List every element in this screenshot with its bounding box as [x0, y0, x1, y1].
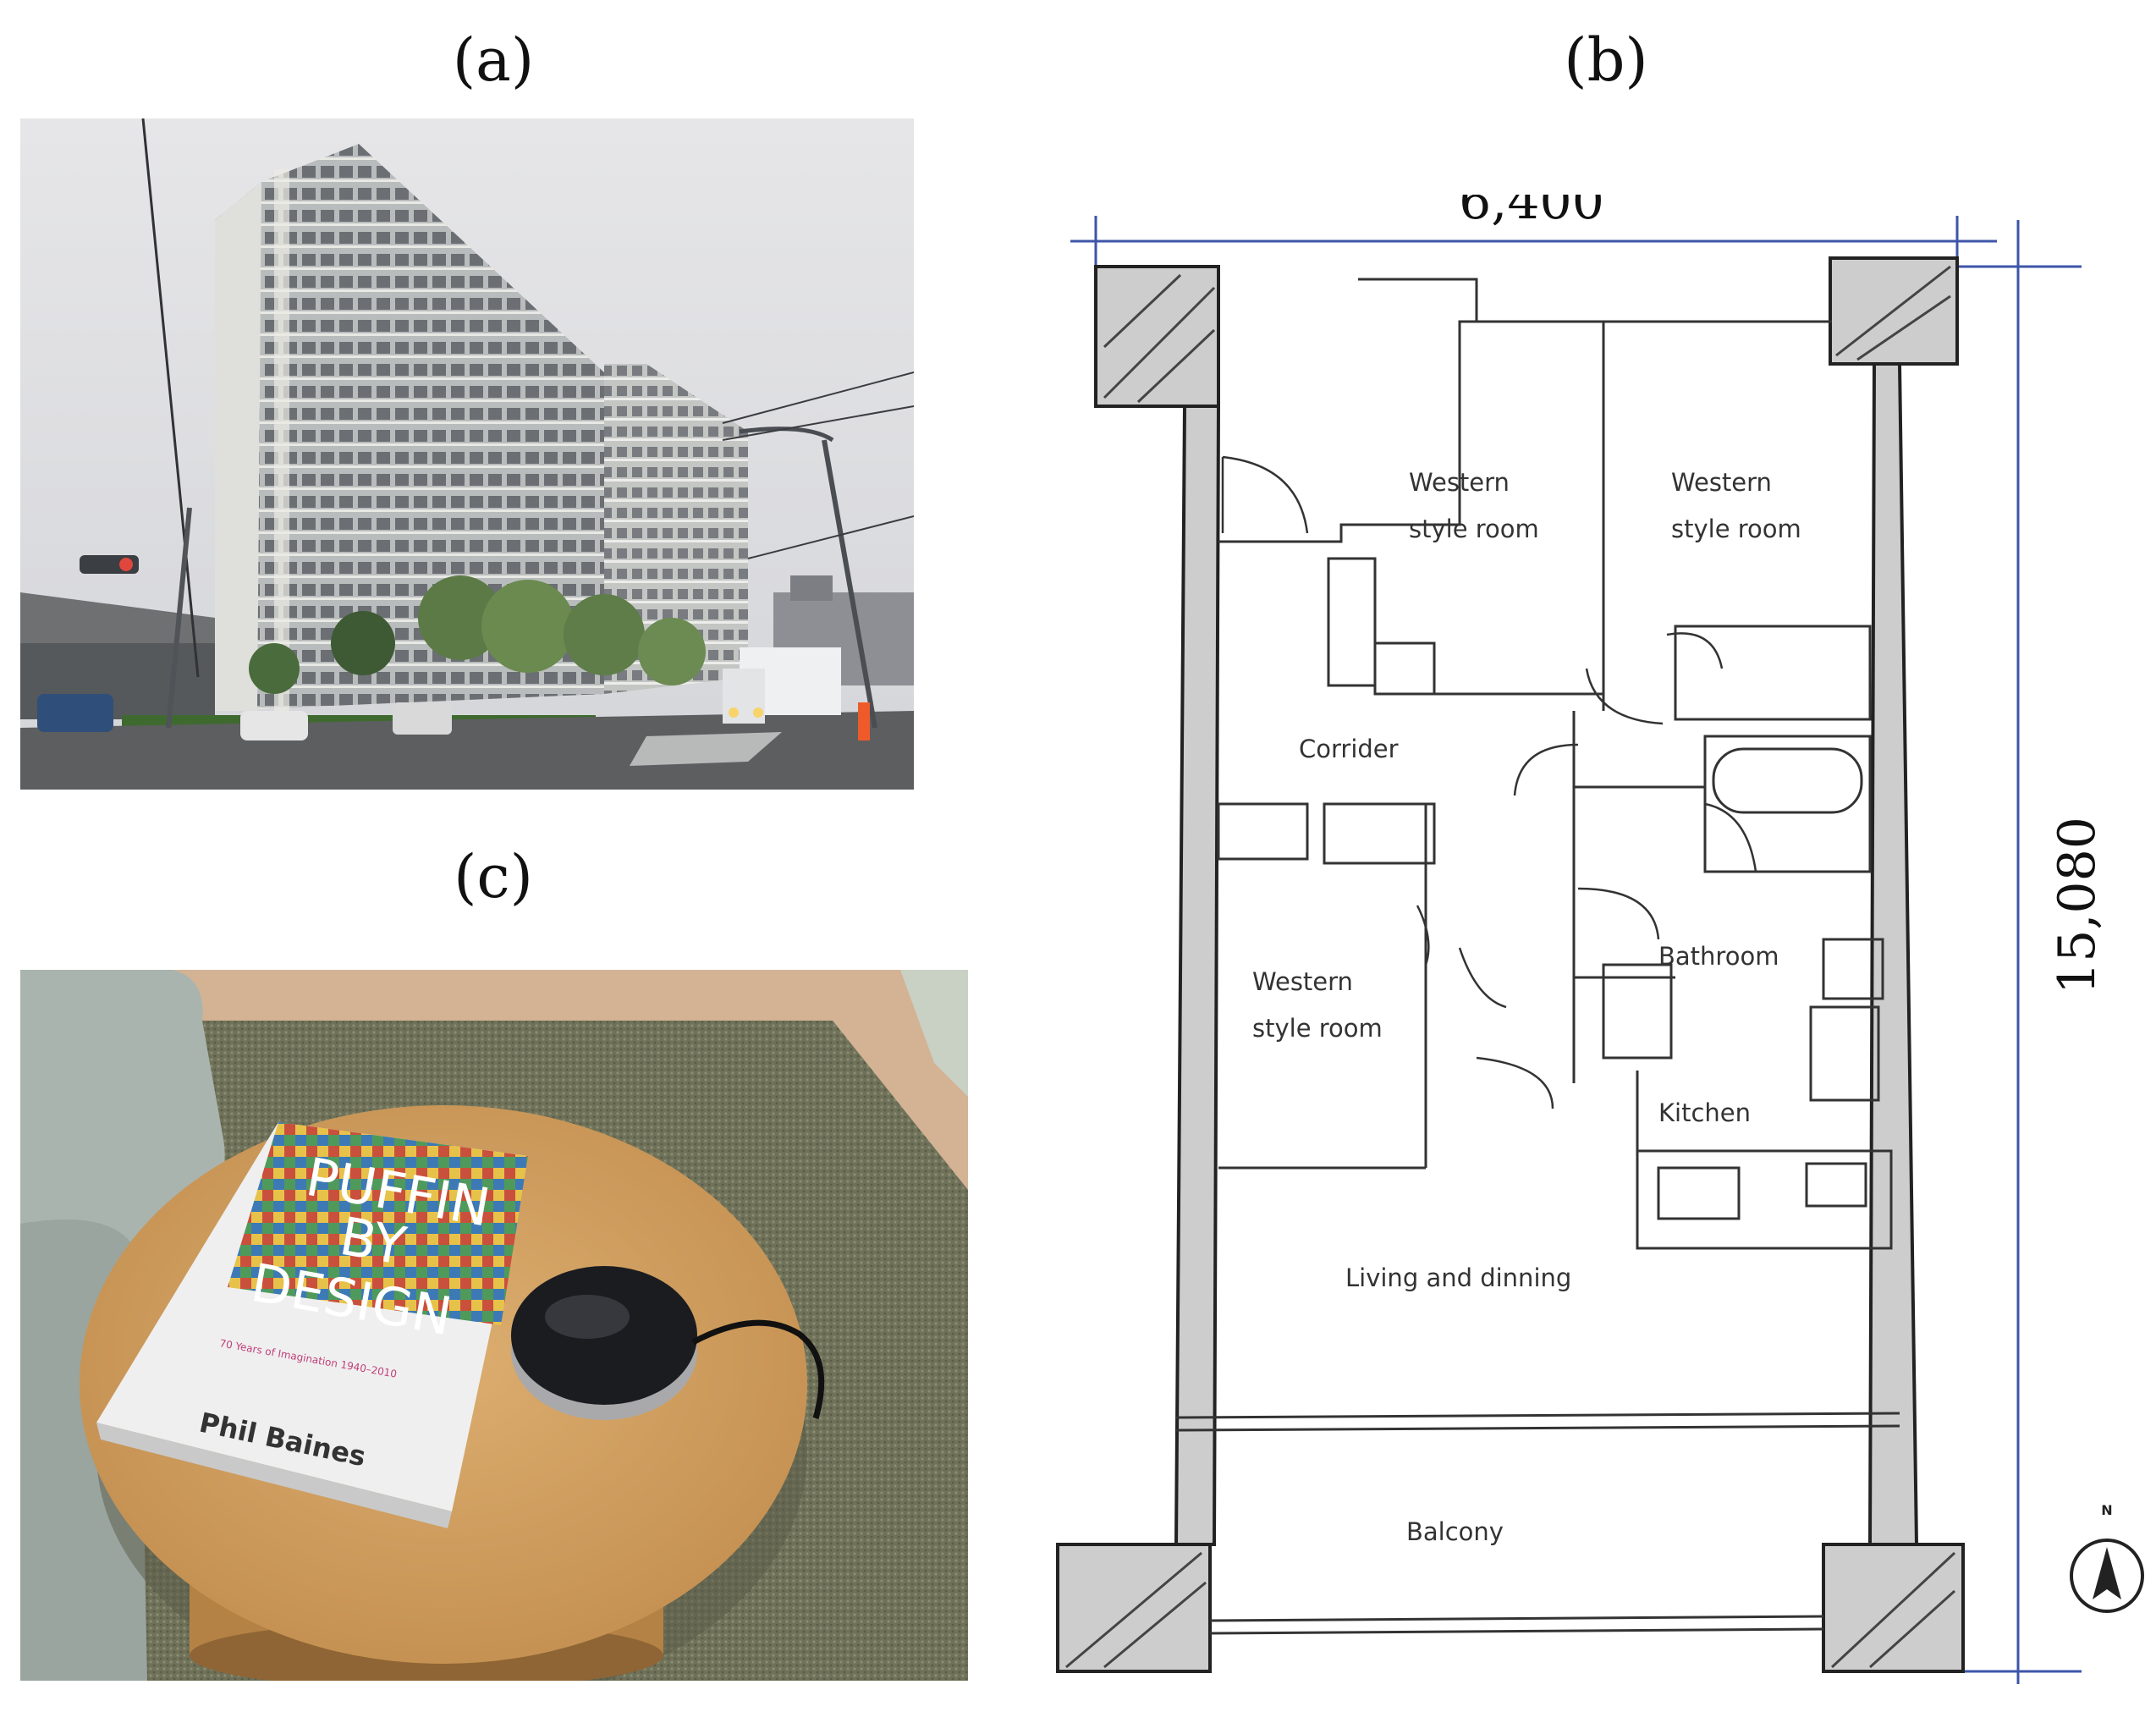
book: PUFFIN BY DESIGN 70 Years of Imagination… — [96, 1122, 528, 1528]
room-kitchen: Kitchen — [1658, 1098, 1751, 1127]
door-swings — [1221, 455, 1757, 1109]
room-living-dining: Living and dinning — [1345, 1263, 1571, 1292]
panel-label-a: (a) — [452, 25, 535, 95]
width-dimension-label: 6,400 — [1459, 195, 1604, 231]
north-arrow-icon: N — [2070, 1502, 2144, 1613]
second-tower — [604, 364, 748, 694]
walls — [1056, 256, 1965, 1673]
room-bathroom: Bathroom — [1658, 942, 1779, 971]
interior-walls — [1175, 278, 1900, 1635]
room-western-3-line2: style room — [1252, 1014, 1383, 1043]
north-label: N — [2101, 1502, 2112, 1518]
table-photo: PUFFIN BY DESIGN 70 Years of Imagination… — [20, 970, 968, 1681]
room-western-2-line2: style room — [1671, 515, 1801, 543]
street-trees — [249, 575, 706, 694]
panel-label-c: (c) — [454, 842, 533, 911]
room-western-1-line2: style room — [1409, 515, 1539, 543]
floor-plan: 6,400 15,080 — [1056, 195, 2144, 1684]
room-western-1-line1: Western — [1409, 468, 1510, 497]
room-balcony: Balcony — [1406, 1517, 1504, 1546]
building-photo-illustration — [20, 118, 914, 790]
room-western-3-line1: Western — [1252, 967, 1353, 996]
book-title-line2: BY — [335, 1205, 410, 1277]
main-tower — [215, 144, 604, 711]
sensor-device — [511, 1266, 825, 1420]
room-western-2-line1: Western — [1671, 468, 1772, 497]
room-corridor: Corrider — [1299, 735, 1399, 763]
height-dimension-label: 15,080 — [2048, 817, 2107, 994]
panel-label-b: (b) — [1564, 25, 1648, 95]
table-photo-illustration: PUFFIN BY DESIGN 70 Years of Imagination… — [20, 970, 968, 1681]
height-dimension: 15,080 — [1891, 220, 2107, 1684]
building-photo — [20, 118, 914, 790]
